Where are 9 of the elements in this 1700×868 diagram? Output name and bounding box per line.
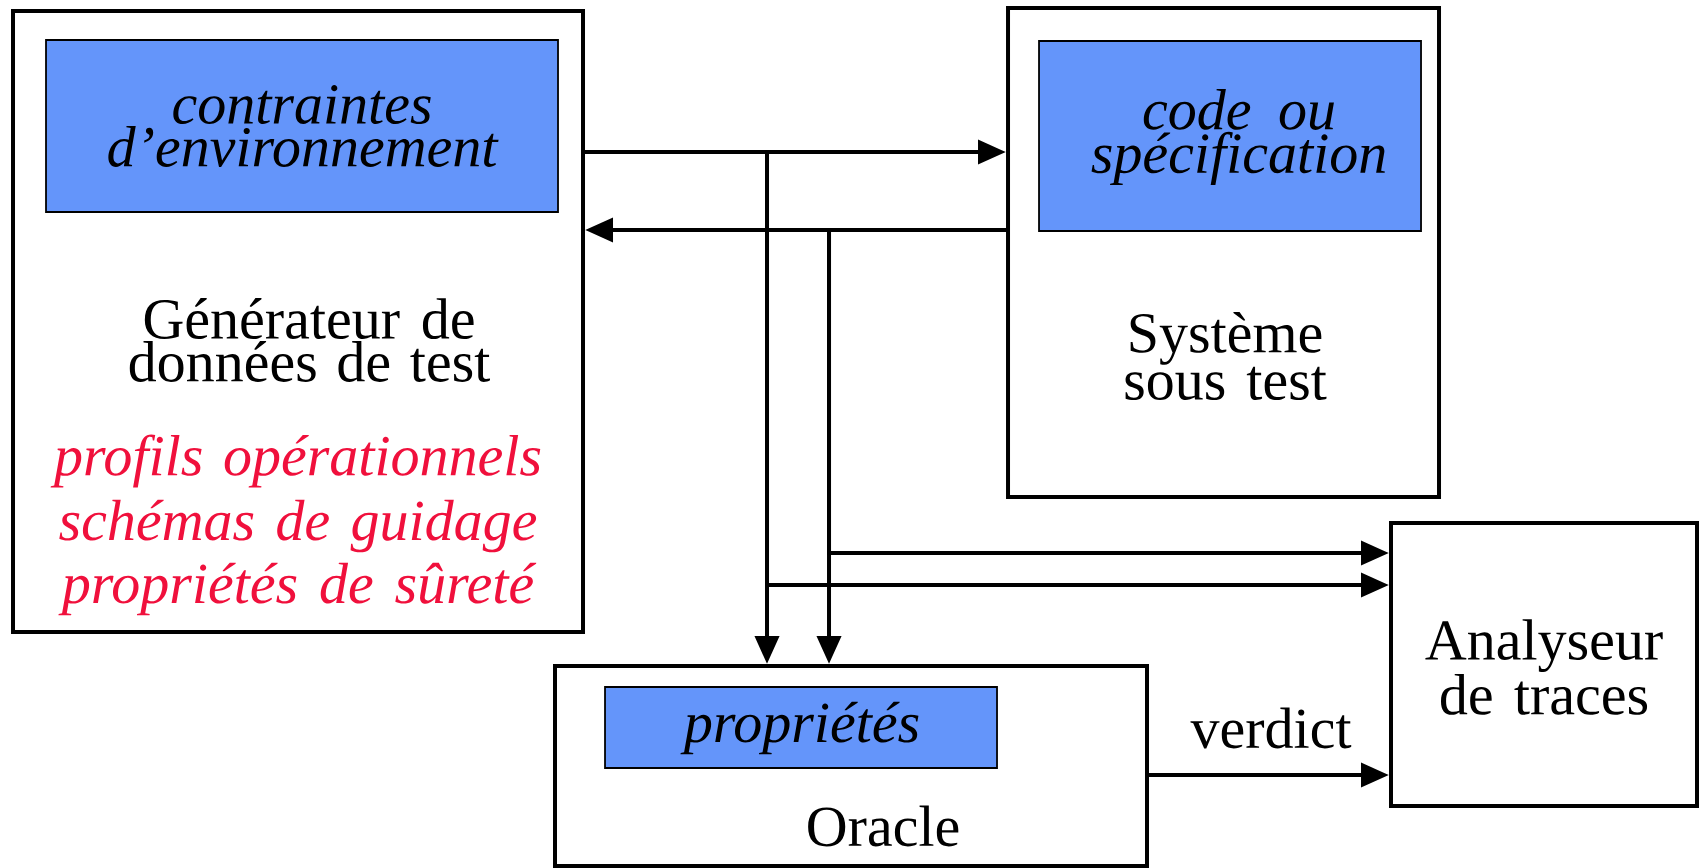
node-label: schémas de guidage	[59, 499, 537, 553]
node-label: propriétés de sûreté	[58, 562, 537, 616]
component-box: code ou spécification	[1038, 40, 1422, 232]
node-label: Générateur de données de test	[129, 298, 491, 382]
edge-label: verdict	[1188, 705, 1354, 751]
component-box: contraintes d’environnement	[45, 39, 559, 213]
analyzer-box: Analyseur de traces	[1389, 521, 1699, 808]
node-label: profils opérationnels	[50, 434, 541, 488]
component-box: propriétés	[604, 686, 998, 769]
